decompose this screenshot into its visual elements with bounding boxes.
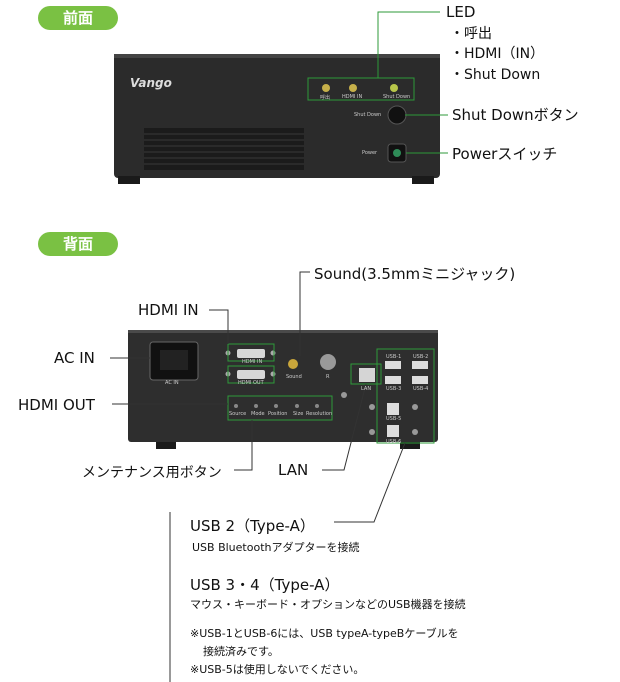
led-item-shutdown: ・Shut Down (450, 67, 541, 83)
panel-btn-mode: Mode (251, 411, 265, 417)
ac-in-label: AC IN (54, 349, 95, 367)
panel-hdmi-in-label: HDMI IN (242, 359, 263, 365)
maintenance-button-label: メンテナンス用ボタン (82, 465, 222, 481)
led-label-shutdown: Shut Down (383, 94, 411, 100)
hdmi-in-label: HDMI IN (138, 301, 199, 319)
led-item-hdmi-in: ・HDMI（IN） (450, 46, 545, 62)
note-usb1-usb6: ※USB-1とUSB-6には、USB typeA-typeBケーブルを (190, 627, 459, 640)
usb34-title: USB 3・4（Type-A） (190, 576, 340, 594)
led-item-call: ・呼出 (450, 26, 492, 42)
shutdown-small-label: Shut Down (354, 112, 382, 118)
panel-btn-source: Source (229, 411, 247, 417)
panel-r-label: R (326, 374, 330, 380)
note-usb5: ※USB-5は使用しないでください。 (190, 663, 365, 676)
panel-btn-size: Size (293, 411, 304, 417)
panel-sound-label: Sound (286, 374, 302, 380)
lan-label: LAN (278, 461, 309, 479)
power-small-label: Power (362, 150, 378, 156)
panel-btn-resolution: Resolution (306, 411, 333, 417)
usb2-title: USB 2（Type-A） (190, 517, 315, 535)
panel-btn-position: Position (268, 411, 288, 417)
back-device (128, 330, 438, 449)
usb2-desc: USB Bluetoothアダプターを接続 (192, 541, 360, 554)
hdmi-out-label: HDMI OUT (18, 396, 95, 414)
front-section-badge: 前面 (38, 6, 118, 30)
panel-lan-label: LAN (361, 386, 372, 392)
front-device (114, 54, 440, 184)
led-label-hdmi-in: HDMI IN (342, 94, 363, 100)
panel-usb3: USB-3 (386, 386, 402, 392)
usb34-desc: マウス・キーボード・オプションなどのUSB機器を接続 (190, 598, 466, 611)
panel-usb6: USB-6 (386, 439, 402, 445)
panel-hdmi-out-label: HDMI OUT (238, 380, 264, 386)
panel-usb2: USB-2 (413, 354, 429, 360)
back-section-badge: 背面 (38, 232, 118, 256)
panel-usb5: USB-5 (386, 416, 402, 422)
note-usb1-usb6-cont: 接続済みです。 (203, 645, 279, 658)
panel-usb4: USB-4 (413, 386, 429, 392)
led-label-call: 呼出 (320, 95, 331, 101)
sound-label: Sound(3.5mmミニジャック) (314, 265, 516, 283)
power-switch-label: Powerスイッチ (452, 145, 558, 163)
panel-usb1: USB-1 (386, 354, 402, 360)
panel-ac-label: AC IN (165, 380, 179, 386)
brand-logo: Vango (130, 76, 172, 90)
shutdown-button-label: Shut Downボタン (452, 106, 579, 124)
led-title: LED (446, 3, 476, 21)
